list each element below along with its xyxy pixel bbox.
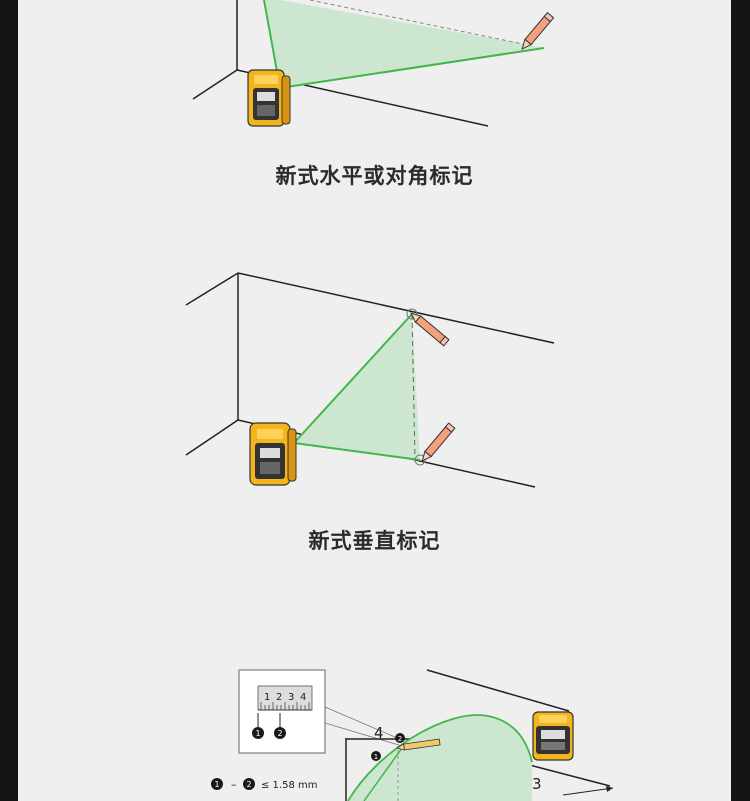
svg-text:–: – — [231, 778, 237, 791]
caption-horizontal-diagonal: 新式水平或对角标记 — [18, 160, 731, 190]
tolerance-text: ≤ 1.58 mm — [261, 780, 317, 791]
section-horizontal-diagonal: 新式水平或对角标记 — [18, 0, 731, 200]
caption-vertical: 新式垂直标记 — [18, 525, 731, 555]
svg-text:2: 2 — [398, 735, 402, 743]
laser-plane — [294, 314, 420, 460]
horizontal-diagonal-illustration — [18, 0, 731, 150]
pencil-icon — [419, 423, 455, 463]
label-4: 4 — [374, 724, 384, 742]
svg-text:1: 1 — [214, 780, 219, 789]
pencil-icon — [519, 13, 553, 52]
product-page: 新式水平或对角标记 — [18, 0, 731, 801]
laser-level-device — [248, 70, 290, 126]
svg-text:1: 1 — [255, 729, 260, 738]
laser-level-device — [533, 712, 573, 760]
ruler-tick-label: 3 — [288, 692, 294, 703]
svg-text:2: 2 — [277, 729, 282, 738]
vertical-illustration — [18, 255, 731, 505]
laser-level-device — [250, 423, 296, 485]
laser-plane — [264, 0, 544, 88]
ruler-inset — [239, 670, 325, 753]
svg-text:1: 1 — [374, 753, 378, 761]
ruler-tick-label: 2 — [276, 692, 282, 703]
ruler-tick-label: 1 — [264, 692, 270, 703]
accuracy-illustration: 1 2 3 4 1 2 — [18, 660, 731, 801]
label-3: 3 — [532, 775, 542, 793]
section-vertical: 新式垂直标记 — [18, 255, 731, 565]
ruler-tick-label: 4 — [300, 692, 306, 703]
section-accuracy-detail: 1 2 3 4 1 2 — [18, 660, 731, 801]
svg-text:2: 2 — [246, 780, 251, 789]
